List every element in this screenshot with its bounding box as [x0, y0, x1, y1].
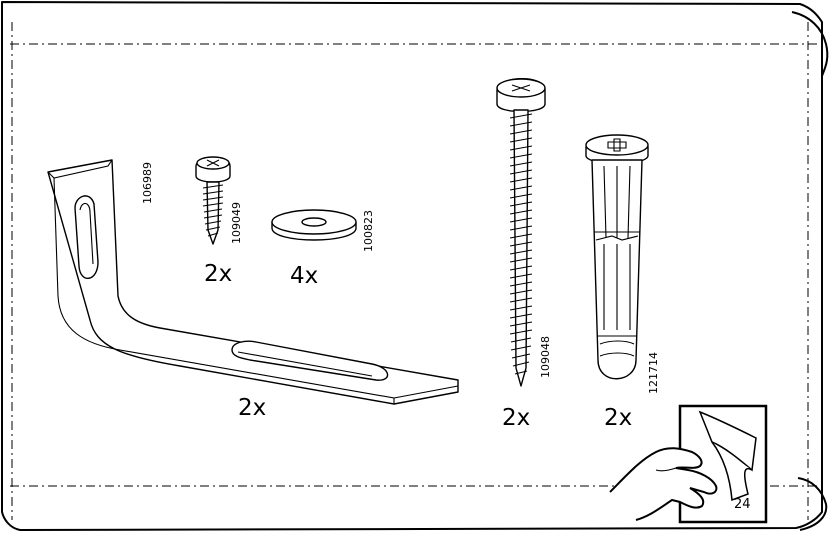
wall-plug-illustration: [585, 134, 649, 380]
bracket-code: 106989: [141, 162, 154, 204]
washer-code: 100823: [362, 210, 375, 252]
angle-bracket-illustration: [47, 159, 459, 405]
small-screw-quantity: 2x: [204, 261, 232, 287]
washer-illustration: [271, 209, 357, 241]
wall-plug-quantity: 2x: [604, 405, 632, 431]
small-screw-code: 109049: [230, 202, 243, 244]
turn-page-icon: [609, 404, 768, 524]
wall-plug-code: 121714: [647, 352, 660, 394]
bracket-quantity: 2x: [238, 395, 266, 421]
page-number: 24: [734, 497, 751, 512]
small-screw-illustration: [195, 156, 231, 245]
long-screw-illustration: [496, 78, 546, 387]
washer-quantity: 4x: [290, 263, 318, 289]
long-screw-quantity: 2x: [502, 405, 530, 431]
long-screw-code: 109048: [539, 336, 552, 378]
bag-outline: [1, 1, 829, 531]
